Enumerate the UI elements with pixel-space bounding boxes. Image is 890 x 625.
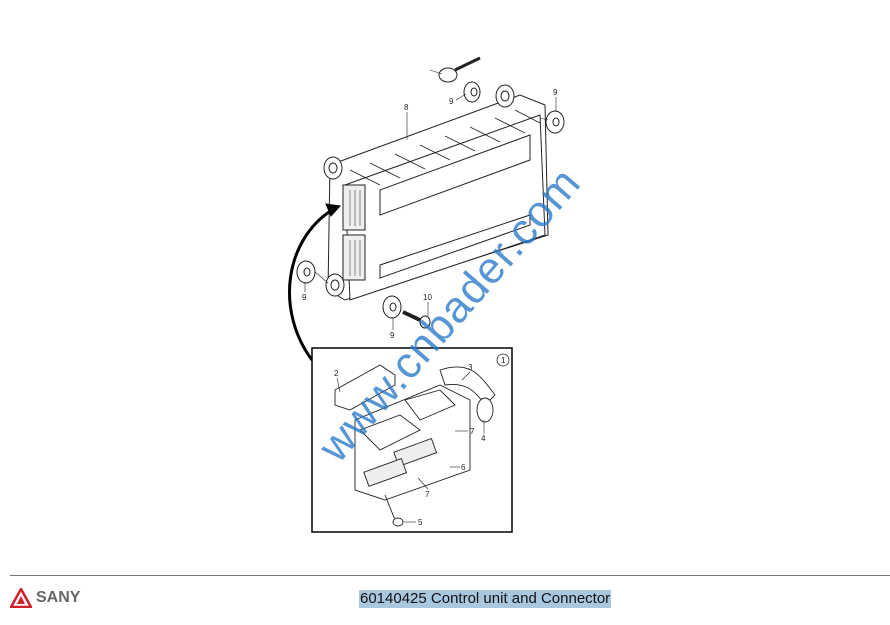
callout-7: 7 [470, 427, 475, 436]
connector-assembly [334, 364, 496, 527]
callout-7: 7 [425, 490, 430, 499]
sany-logo-icon [10, 588, 32, 608]
parts-diagram: 8 9 9 9 9 10 1 2 3 4 7 7 6 5 [288, 56, 565, 533]
callout-10: 10 [423, 293, 432, 302]
bolt-part-10 [402, 310, 431, 329]
callout-8: 8 [404, 103, 409, 112]
detail-arrow [288, 208, 333, 361]
sany-logo: SANY [10, 588, 80, 608]
arrow-head-icon [325, 203, 341, 217]
callout-6: 6 [461, 463, 466, 472]
grommet-part-9 [296, 56, 565, 319]
control-unit [323, 84, 549, 301]
footer-divider [10, 575, 890, 576]
callout-4: 4 [481, 434, 486, 443]
document-title: 60140425 Control unit and Connector [359, 590, 612, 608]
callout-9: 9 [302, 293, 307, 302]
callout-9: 9 [449, 97, 454, 106]
brand-name: SANY [36, 589, 81, 606]
callout-3: 3 [468, 363, 473, 372]
callout-9: 9 [553, 88, 558, 97]
callout-9: 9 [390, 331, 395, 340]
callout-5: 5 [418, 518, 423, 527]
callout-2: 2 [334, 369, 339, 378]
detail-reference-1: 1 [501, 356, 506, 365]
